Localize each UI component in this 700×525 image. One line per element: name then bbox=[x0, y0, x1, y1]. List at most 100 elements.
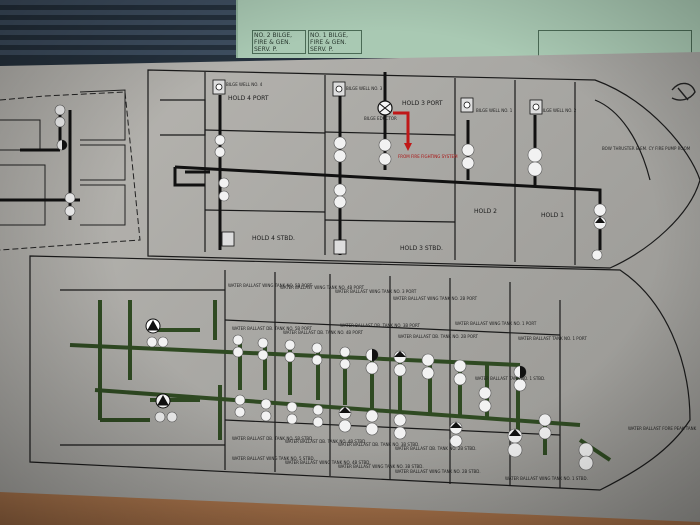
label-wbt-4s: WATER BALLAST WING TANK NO. 4B STBD. bbox=[285, 460, 371, 465]
background-green-chart: NO. 2 BILGE, FIRE & GEN. SERV. P. NO. 1 … bbox=[236, 0, 700, 60]
valve bbox=[333, 183, 347, 197]
valve bbox=[234, 394, 246, 406]
valve bbox=[339, 346, 351, 358]
valve bbox=[538, 413, 552, 427]
chart-cell-no2: NO. 2 BILGE, FIRE & GEN. SERV. P. bbox=[252, 30, 306, 54]
valve bbox=[578, 442, 594, 458]
label-hold-2: HOLD 2 bbox=[474, 208, 497, 215]
valve bbox=[214, 146, 226, 158]
label-wbdb-3p: WATER BALLAST DB. TANK NO. 3B PORT bbox=[340, 323, 420, 328]
valve bbox=[284, 339, 296, 351]
company-logo bbox=[671, 82, 696, 101]
valve bbox=[64, 192, 76, 204]
label-wbdb-4p: WATER BALLAST DB. TANK NO. 4B PORT bbox=[283, 330, 363, 335]
valve bbox=[54, 104, 66, 116]
window-blind bbox=[0, 0, 250, 60]
label-hold-1: HOLD 1 bbox=[541, 212, 564, 219]
valve bbox=[64, 205, 76, 217]
label-wb-1s: WATER BALLAST TANK NO. 1 STBD. bbox=[475, 376, 545, 381]
label-wbdb-3s: WATER BALLAST DB. TANK NO. 3B STBD. bbox=[338, 442, 420, 447]
valve bbox=[333, 149, 347, 163]
label-fire-fighting: FROM FIRE FIGHTING SYSTEM bbox=[398, 154, 458, 159]
valve bbox=[260, 398, 272, 410]
label-wbdb-2p: WATER BALLAST DB. TANK NO. 2B PORT bbox=[398, 334, 478, 339]
label-bilge-eductor: BILGE EDUCTOR bbox=[364, 116, 397, 121]
valve bbox=[393, 426, 407, 440]
fire-pipe-arrow bbox=[404, 143, 412, 151]
valve bbox=[421, 353, 435, 367]
label-wbt-1s: WATER BALLAST WING TANK NO. 1 STBD. bbox=[505, 476, 588, 481]
valve bbox=[311, 354, 323, 366]
valve bbox=[478, 399, 492, 413]
fire-fighting-pipe bbox=[393, 111, 410, 145]
valve bbox=[146, 336, 158, 348]
valve bbox=[312, 404, 324, 416]
label-wb-1p: WATER BALLAST TANK NO. 1 PORT bbox=[518, 336, 587, 341]
valve-indicators bbox=[62, 140, 605, 436]
valve bbox=[218, 190, 230, 202]
valve bbox=[513, 378, 527, 392]
label-wbt-4p: WATER BALLAST WING TANK NO. 4B PORT bbox=[280, 285, 365, 290]
valve bbox=[365, 409, 379, 423]
label-wbdb-2s: WATER BALLAST DB. TANK NO. 2B STBD. bbox=[395, 446, 477, 451]
valve bbox=[393, 363, 407, 377]
left-section bbox=[0, 89, 141, 251]
valve bbox=[257, 349, 269, 361]
label-wbt-5s: WATER BALLAST WING TANK NO. 5 STBD. bbox=[232, 456, 315, 461]
label-wbdb-5p: WATER BALLAST DB. TANK NO. 5B PORT bbox=[232, 326, 312, 331]
pump-triangle bbox=[147, 319, 159, 331]
valve bbox=[286, 401, 298, 413]
label-hold-3-port: HOLD 3 PORT bbox=[402, 100, 443, 107]
pump-triangle bbox=[157, 394, 169, 406]
valve bbox=[449, 434, 463, 448]
valve bbox=[461, 156, 475, 170]
valve bbox=[284, 351, 296, 363]
valve bbox=[257, 337, 269, 349]
valve bbox=[338, 419, 352, 433]
valve bbox=[286, 413, 298, 425]
upper-valves bbox=[54, 104, 607, 261]
valve bbox=[312, 416, 324, 428]
label-wbt-1p: WATER BALLAST WING TANK NO. 1 PORT bbox=[455, 321, 537, 326]
valve bbox=[421, 366, 435, 380]
ballast-pumps bbox=[145, 318, 171, 409]
valve bbox=[591, 249, 603, 261]
valve bbox=[593, 203, 607, 217]
label-bilge-well-4: BILGE WELL NO. 4 bbox=[226, 82, 263, 87]
valve bbox=[232, 334, 244, 346]
label-wbt-5p: WATER BALLAST WING TANK NO. 5B PORT bbox=[228, 283, 313, 288]
valve bbox=[214, 134, 226, 146]
valve bbox=[453, 372, 467, 386]
upper-hull bbox=[147, 69, 700, 269]
valve bbox=[365, 422, 379, 436]
label-wbt-2p: WATER BALLAST WING TANK NO. 2B PORT bbox=[393, 296, 478, 301]
valve bbox=[339, 358, 351, 370]
valve bbox=[393, 413, 407, 427]
valve bbox=[54, 116, 66, 128]
label-hold-3-stbd: HOLD 3 STBD. bbox=[400, 245, 443, 252]
valve bbox=[527, 161, 543, 177]
valve bbox=[154, 411, 166, 423]
label-bilge-well-1: BILGE WELL NO. 1 bbox=[476, 108, 513, 113]
valve bbox=[378, 152, 392, 166]
valve bbox=[234, 406, 246, 418]
chart-cell-no1: NO. 1 BILGE, FIRE & GEN. SERV. P. bbox=[308, 30, 362, 54]
label-wbdb-5s: WATER BALLAST DB. TANK NO. 5B STBD. bbox=[232, 436, 314, 441]
label-wbt-3s: WATER BALLAST WING TANK NO. 3B STBD. bbox=[338, 464, 424, 469]
valve bbox=[232, 346, 244, 358]
valve bbox=[507, 442, 523, 458]
valve bbox=[527, 147, 543, 163]
label-fore-peak: WATER BALLAST FORE PEAK TANK bbox=[628, 426, 697, 431]
valve bbox=[478, 386, 492, 400]
label-bilge-well-3: BILGE WELL NO. 3 bbox=[346, 86, 383, 91]
label-wbt-3p: WATER BALLAST WING TANK NO. 3 PORT bbox=[335, 289, 417, 294]
label-wbdb-4s: WATER BALLAST DB. TANK NO. 4B STBD. bbox=[285, 439, 367, 444]
lower-hull bbox=[29, 255, 691, 491]
valve bbox=[311, 342, 323, 354]
bilge-well-symbols bbox=[212, 79, 543, 255]
valve bbox=[365, 361, 379, 375]
valve bbox=[157, 336, 169, 348]
label-hold-4-stbd: HOLD 4 STBD. bbox=[252, 235, 295, 242]
